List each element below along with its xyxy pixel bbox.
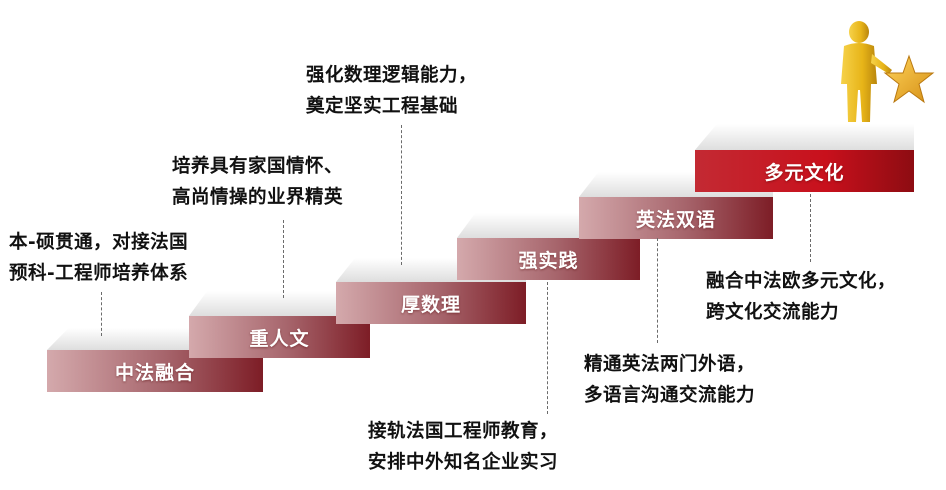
note-line: 精通英法两门外语，: [584, 354, 756, 375]
note-line: 强化数理逻辑能力，: [306, 65, 478, 86]
connector-line-3: [401, 125, 402, 265]
note-gongchengshi-jiaoyu: 接轨法国工程师教育， 安排中外知名企业实习: [368, 416, 558, 478]
person-icon: [841, 21, 892, 122]
connector-line-6: [810, 194, 811, 262]
note-line: 融合中法欧多元文化，: [706, 271, 897, 292]
connector-line-1: [101, 292, 102, 336]
step-qiang-shijian: 强实践: [457, 238, 640, 280]
connector-line-5: [657, 238, 658, 343]
connector-line-2: [283, 220, 284, 298]
note-line: 奠定坚实工程基础: [306, 96, 459, 117]
note-benshuo-guantong: 本-硕贯通，对接法国 预科-工程师培养体系: [9, 227, 188, 289]
figure-with-star: [841, 21, 935, 122]
note-line: 本-硕贯通，对接法国: [9, 232, 189, 253]
note-line: 跨文化交流能力: [706, 302, 840, 323]
note-line: 培养具有家国情怀、: [172, 156, 344, 177]
note-jiaguo-qinghuai: 培养具有家国情怀、 高尚情操的业界精英: [172, 151, 343, 213]
note-duoyuan-wenhua: 融合中法欧多元文化， 跨文化交流能力: [706, 266, 896, 328]
note-line: 多语言沟通交流能力: [584, 385, 756, 406]
note-line: 接轨法国工程师教育，: [368, 421, 559, 442]
note-line: 高尚情操的业界精英: [172, 187, 344, 208]
note-line: 预科-工程师培养体系: [9, 263, 189, 284]
step-duoyuan-wenhua: 多元文化: [695, 150, 914, 192]
step-yingfa-shuangyu: 英法双语: [579, 197, 773, 239]
connector-line-4: [547, 282, 548, 414]
step-top-6: [695, 124, 914, 150]
note-yingfa-waiyu: 精通英法两门外语， 多语言沟通交流能力: [584, 349, 755, 411]
note-line: 安排中外知名企业实习: [368, 452, 559, 473]
step-hou-shuli: 厚数理: [336, 282, 526, 324]
star-icon: [883, 54, 935, 104]
note-shuli-luoji: 强化数理逻辑能力， 奠定坚实工程基础: [306, 60, 477, 122]
